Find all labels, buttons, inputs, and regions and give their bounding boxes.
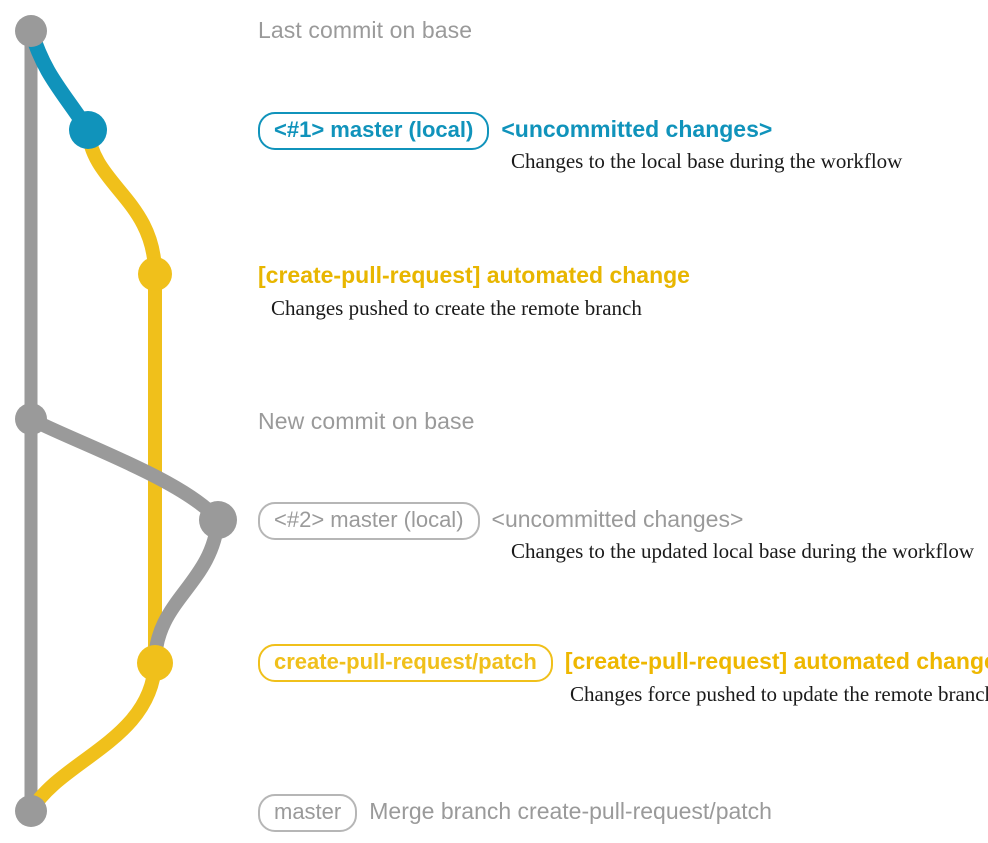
row-automated-change-2: create-pull-request/patch [create-pull-r… [258, 644, 988, 682]
node-commit-2-local[interactable] [199, 501, 237, 539]
row-merge-commit: master Merge branch create-pull-request/… [258, 794, 772, 832]
ref-badge-master[interactable]: master [258, 794, 358, 832]
node-automated-change-1[interactable] [138, 257, 172, 291]
node-commit-1-local[interactable] [69, 111, 107, 149]
commit-subject-uncommitted-changes-2: <uncommitted changes> [491, 506, 744, 532]
commit-subject-merge: Merge branch create-pull-request/patch [369, 798, 772, 824]
node-last-commit-on-base[interactable] [15, 15, 47, 47]
caption-commit-2-local: Changes to the updated local base during… [511, 539, 975, 563]
node-merge-commit[interactable] [15, 795, 47, 827]
caption-commit-1-local: Changes to the local base during the wor… [511, 149, 903, 173]
edge-local-2-to-automated-2 [148, 513, 225, 670]
edge-local-1-to-automated-1 [81, 123, 162, 281]
node-automated-change-2[interactable] [137, 645, 173, 681]
row-commit-1-local: <#1> master (local) <uncommitted changes… [258, 112, 772, 150]
ref-badge-master-local-1[interactable]: <#1> master (local) [258, 112, 490, 150]
ref-badge-master-local-2[interactable]: <#2> master (local) [258, 502, 480, 540]
caption-automated-change-2: Changes force pushed to update the remot… [570, 682, 988, 706]
row-new-commit-on-base: New commit on base [258, 408, 475, 435]
row-commit-2-local: <#2> master (local) <uncommitted changes… [258, 502, 743, 540]
new-commit-on-base-label: New commit on base [258, 408, 475, 434]
row-automated-change-1: [create-pull-request] automated change [258, 264, 690, 287]
last-commit-on-base-label: Last commit on base [258, 17, 473, 43]
edge-base-to-local-2 [24, 412, 225, 527]
commit-subject-uncommitted-changes-1: <uncommitted changes> [501, 116, 773, 142]
ref-badge-create-pull-request-patch[interactable]: create-pull-request/patch [258, 644, 553, 682]
edge-automated-2-to-merge [24, 656, 162, 818]
node-new-commit-on-base[interactable] [15, 403, 47, 435]
commit-subject-automated-change-2: [create-pull-request] automated change [564, 648, 988, 674]
row-last-commit-on-base: Last commit on base [258, 17, 472, 44]
commit-subject-automated-change-1: [create-pull-request] automated change [258, 262, 690, 288]
caption-automated-change-1: Changes pushed to create the remote bran… [271, 296, 642, 320]
